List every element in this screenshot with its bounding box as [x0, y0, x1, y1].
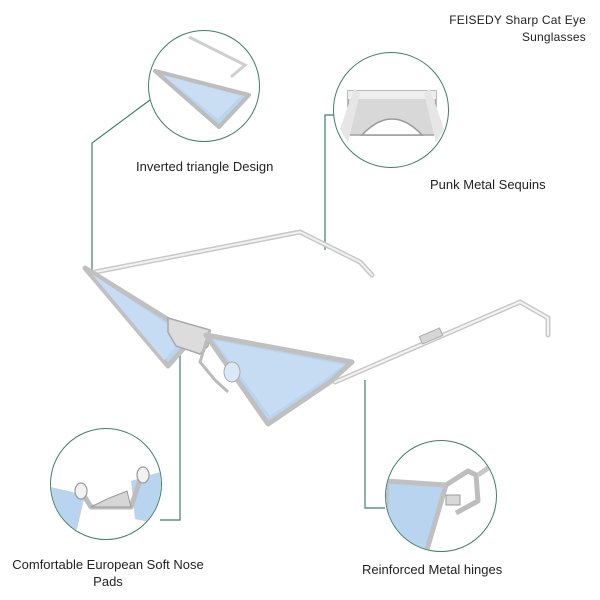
metal-hinge-detail [386, 459, 496, 551]
feature-label-nose-pads-line2: Pads [93, 574, 123, 589]
metal-sequins-detail [340, 89, 444, 143]
callout-circle-hinges [385, 440, 497, 552]
glasses-temples [92, 229, 551, 385]
callout-circle-triangle [148, 30, 260, 142]
triangle-lens-detail [153, 35, 251, 129]
glasses-right-lens [203, 332, 355, 427]
feature-label-nose-pads-line1: Comfortable European Soft Nose [12, 557, 204, 572]
product-title: FEISEDY Sharp Cat Eye Sunglasses [449, 12, 586, 46]
feature-label-hinges: Reinforced Metal hinges [362, 562, 503, 577]
callout-circle-nose-pads [50, 428, 162, 540]
callout-circle-sequins [333, 52, 449, 168]
nose-pads-detail [51, 466, 161, 539]
callout-line-sequins [324, 114, 335, 250]
product-title-line2: Sunglasses [521, 30, 586, 44]
callout-lines [91, 99, 385, 521]
callout-line-triangle [91, 99, 151, 272]
product-title-line1: FEISEDY Sharp Cat Eye [449, 13, 586, 27]
feature-label-nose-pads: Comfortable European Soft Nose Pads [0, 556, 216, 590]
feature-label-triangle: Inverted triangle Design [136, 159, 274, 174]
callout-line-nose-pads [160, 354, 181, 521]
glasses-left-lens [82, 265, 203, 369]
feature-label-sequins: Punk Metal Sequins [430, 177, 546, 192]
glasses-bridge [167, 317, 230, 394]
callout-line-hinges [364, 380, 385, 509]
